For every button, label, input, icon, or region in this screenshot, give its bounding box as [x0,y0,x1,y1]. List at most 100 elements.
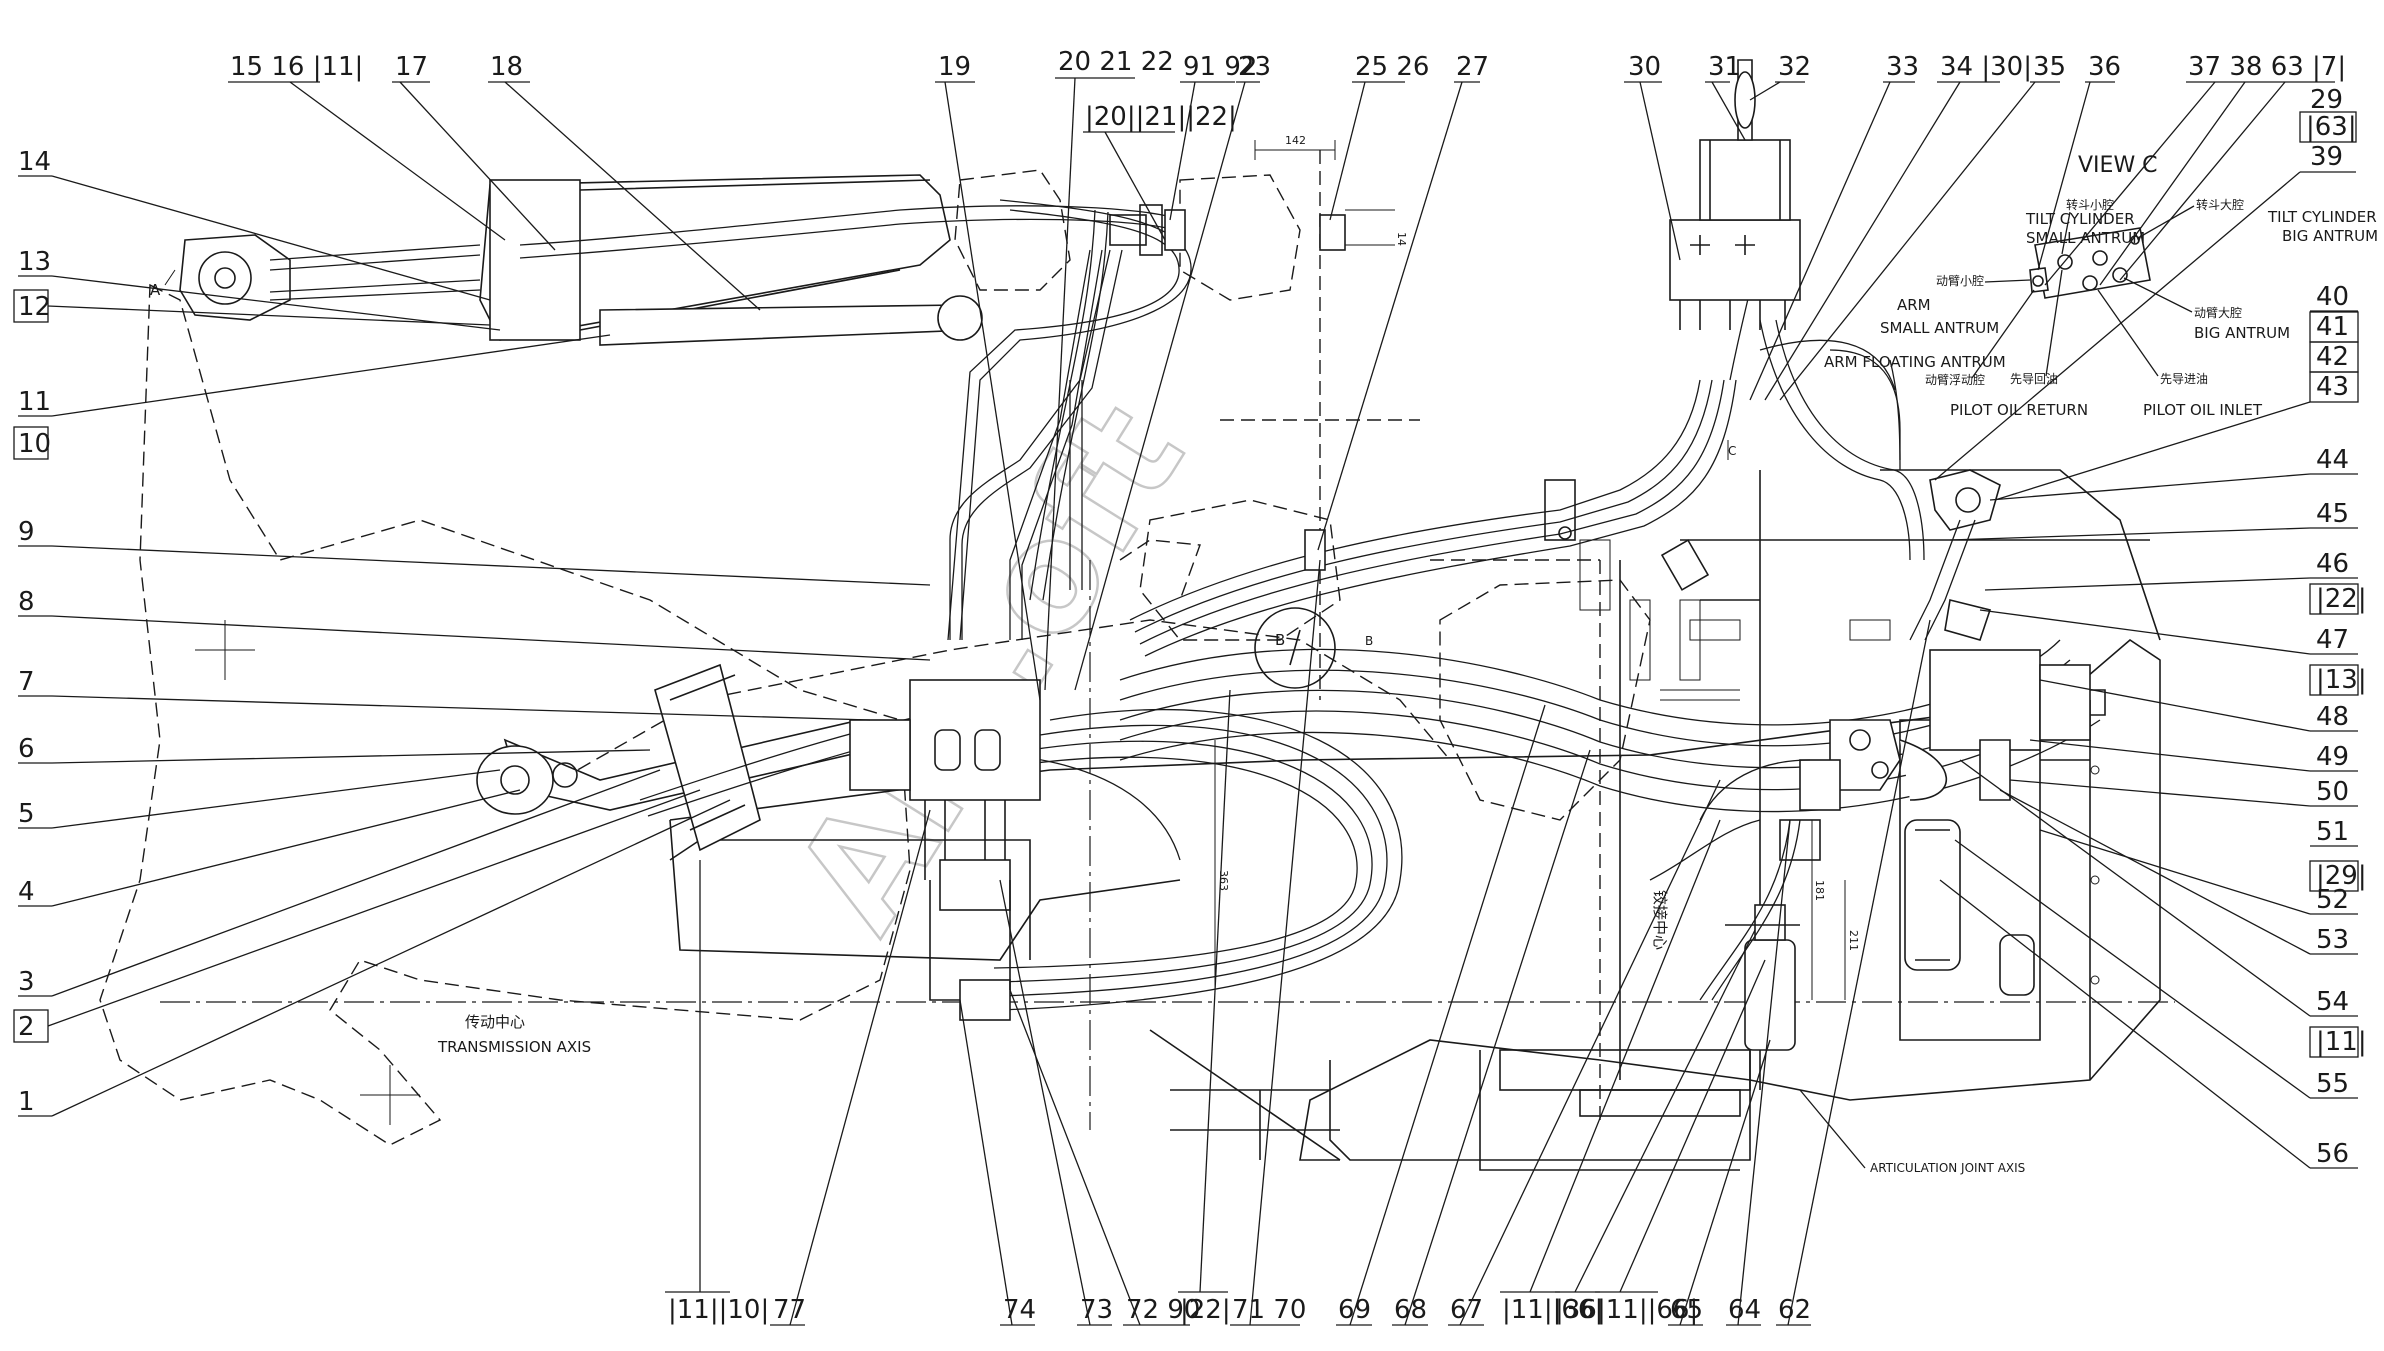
svg-text:BIG ANTRUM: BIG ANTRUM [2194,324,2290,342]
svg-text:52: 52 [2316,885,2349,915]
pump-tank-group [1829,469,2106,996]
boom-cylinder [476,663,872,852]
svg-text:29: 29 [2310,85,2343,115]
svg-text:ARM FLOATING ANTRUM: ARM FLOATING ANTRUM [1824,353,2006,371]
control-valve [849,679,1041,1021]
svg-text:211: 211 [1847,930,1860,951]
section-mark-b: B [1275,631,1285,649]
section-mark-c: C [1728,444,1736,458]
svg-text:77: 77 [773,1295,806,1325]
svg-text:|36|: |36| [1555,1295,1606,1325]
filter [1744,939,1796,1051]
svg-text:先导进油: 先导进油 [2160,372,2208,386]
svg-text:50: 50 [2316,777,2349,807]
svg-text:9: 9 [18,517,35,547]
svg-text:49: 49 [2316,742,2349,772]
view-c-labels: 转斗小腔 TILT CYLINDER SMALL ANTRUM 转斗大腔 TIL… [1824,197,2378,419]
svg-text:11: 11 [18,387,51,417]
svg-text:|11||66|: |11||66| [1502,1295,1603,1325]
svg-text:68: 68 [1394,1295,1427,1325]
svg-text:44: 44 [2316,445,2349,475]
dimensions: 142 14 363 181 211 [1214,134,1860,1000]
svg-text:142: 142 [1285,134,1306,147]
svg-text:36: 36 [2088,52,2121,82]
svg-text:转斗小腔: 转斗小腔 [2066,197,2114,212]
svg-text:181: 181 [1813,880,1826,901]
svg-text:|22|: |22| [1180,1295,1231,1325]
svg-text:53: 53 [2316,925,2349,955]
main-hoses [1119,639,2061,726]
section-mark-a: A [150,281,161,299]
svg-text:19: 19 [938,52,971,82]
svg-text:|22|: |22| [2316,584,2367,614]
svg-text:17: 17 [395,52,428,82]
svg-text:SMALL ANTRUM: SMALL ANTRUM [2026,229,2145,247]
svg-text:23: 23 [1238,52,1271,82]
svg-text:动臂大腔: 动臂大腔 [2194,305,2242,320]
svg-text:363: 363 [1217,870,1230,891]
svg-text:42: 42 [2316,342,2349,372]
svg-text:10: 10 [18,429,51,459]
svg-text:B: B [1365,634,1373,648]
svg-text:ARM: ARM [1897,296,1931,314]
svg-text:33: 33 [1886,52,1919,82]
svg-text:PILOT OIL INLET: PILOT OIL INLET [2143,401,2263,419]
callouts-top: 15 16 |11| 17 18 19 20 21 22 |20||21||22… [228,47,2346,701]
svg-text:43: 43 [2316,372,2349,402]
svg-text:91 92: 91 92 [1183,52,1257,82]
tilt-cylinder [179,174,1181,346]
svg-text:41: 41 [2316,312,2349,342]
svg-text:31: 31 [1708,52,1741,82]
svg-text:SMALL ANTRUM: SMALL ANTRUM [1880,319,1999,337]
svg-text:39: 39 [2310,142,2343,172]
svg-text:13: 13 [18,247,51,277]
svg-text:先导回油: 先导回油 [2010,372,2058,386]
svg-text:27: 27 [1456,52,1489,82]
svg-text:|11|: |11| [2316,1027,2367,1057]
svg-text:动臂浮动腔: 动臂浮动腔 [1925,372,1985,387]
svg-text:|20||21||22|: |20||21||22| [1085,102,1237,132]
svg-text:|13|: |13| [2316,665,2367,695]
svg-text:7: 7 [18,667,35,697]
svg-text:34 |30|: 34 |30| [1940,52,2032,82]
svg-text:62: 62 [1778,1295,1811,1325]
svg-text:20 21 22: 20 21 22 [1058,47,1174,77]
svg-text:46: 46 [2316,549,2349,579]
section-b-circle [1254,607,1336,689]
svg-text:TILT CYLINDER: TILT CYLINDER [2267,208,2377,226]
svg-text:14: 14 [18,147,51,177]
svg-text:51: 51 [2316,817,2349,847]
svg-text:PILOT OIL RETURN: PILOT OIL RETURN [1950,401,2088,419]
svg-text:65: 65 [1670,1295,1703,1325]
svg-text:TILT CYLINDER: TILT CYLINDER [2025,210,2135,228]
pilot-control-valve [1669,59,1801,330]
svg-text:54: 54 [2316,987,2349,1017]
svg-text:71 70: 71 70 [1232,1295,1306,1325]
svg-text:30: 30 [1628,52,1661,82]
svg-text:37 38 63 |7|: 37 38 63 |7| [2188,52,2346,82]
svg-text:5: 5 [18,799,35,829]
svg-text:18: 18 [490,52,523,82]
callouts-bottom: |11||10| 77 74 73 72 90 |22| 71 70 69 68… [665,559,1931,1326]
svg-text:45: 45 [2316,499,2349,529]
svg-text:35: 35 [2033,52,2066,82]
svg-text:|63|: |63| [2306,112,2357,142]
svg-text:14: 14 [1395,232,1408,246]
svg-text:BIG ANTRUM: BIG ANTRUM [2282,227,2378,245]
svg-text:32: 32 [1778,52,1811,82]
svg-text:25 26: 25 26 [1355,52,1429,82]
frame-outline-left [99,283,911,1146]
svg-text:8: 8 [18,587,35,617]
svg-text:56: 56 [2316,1139,2349,1169]
svg-text:|11||10|: |11||10| [668,1295,769,1325]
svg-text:6: 6 [18,734,35,764]
svg-text:47: 47 [2316,625,2349,655]
svg-text:12: 12 [18,292,51,322]
articulation-axis-label-en: ARTICULATION JOINT AXIS [1870,1161,2025,1175]
svg-text:40: 40 [2316,282,2349,312]
svg-text:转斗大腔: 转斗大腔 [2196,197,2244,212]
svg-text:1: 1 [18,1087,35,1117]
svg-text:64: 64 [1728,1295,1761,1325]
pilot-hoses [1129,379,1701,621]
